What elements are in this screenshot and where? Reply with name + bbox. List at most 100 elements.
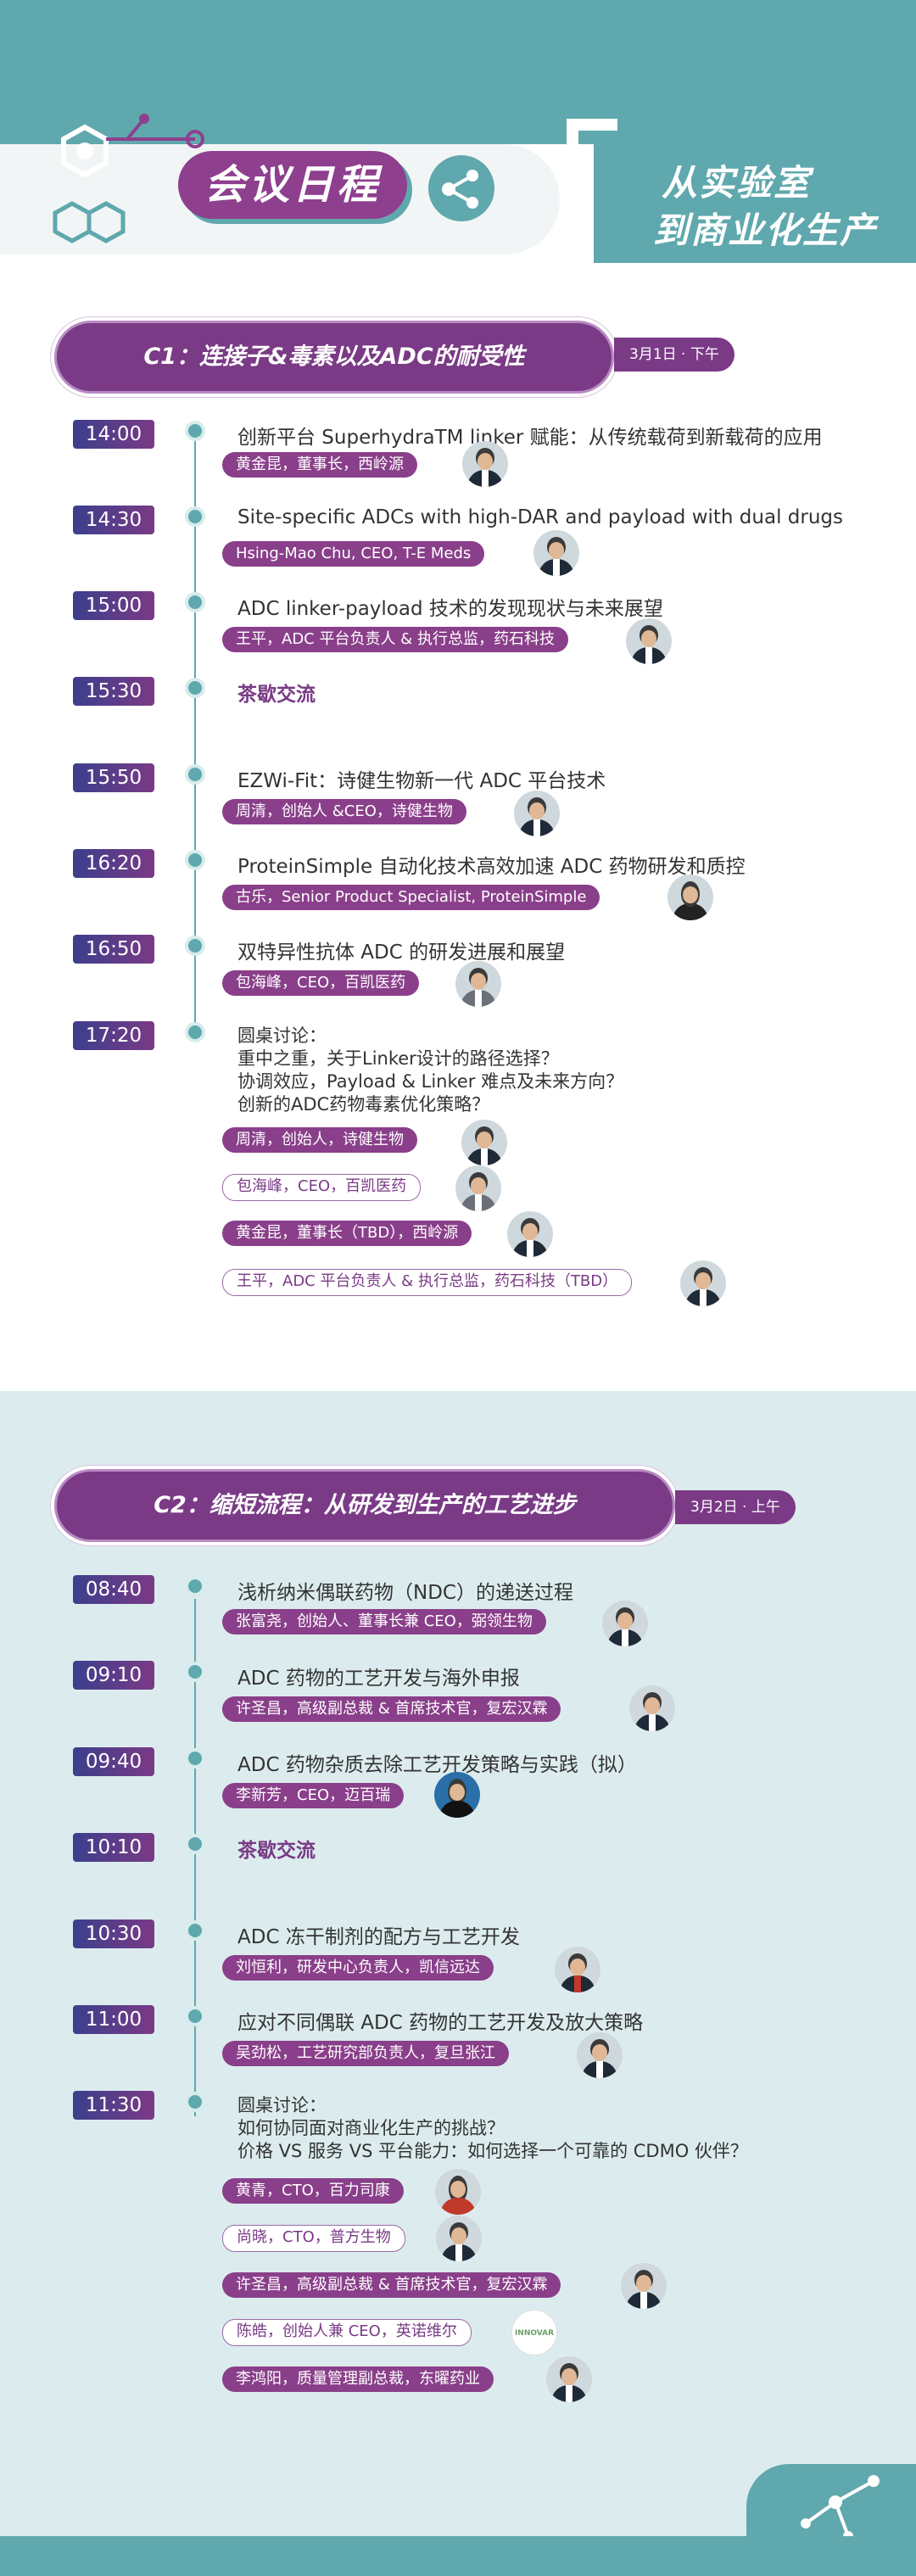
timeline-dot: [188, 1837, 202, 1851]
time-badge: 11:00: [73, 2005, 154, 2034]
header-bracket: [567, 119, 617, 195]
talk-title: ADC 冻干制剂的配方与工艺开发: [237, 1926, 520, 1948]
talk-title: Site-specific ADCs with high-DAR and pay…: [237, 506, 843, 528]
speaker-avatar: [629, 1685, 675, 1731]
talk-title: ADC linker-payload 技术的发现现状与未来展望: [237, 598, 663, 620]
speaker-avatar: [602, 1601, 648, 1646]
roundtable-topic: 重中之重，关于Linker设计的路径选择？: [237, 1048, 559, 1069]
speaker-avatar: [626, 618, 672, 664]
timeline-dot: [188, 424, 202, 438]
molecule-decoration-icon: [53, 114, 204, 243]
break-title: 茶歇交流: [237, 684, 316, 706]
speaker-avatar: [462, 441, 508, 487]
timeline-dot: [188, 768, 202, 781]
session-2-timeline: [194, 1599, 196, 2116]
roundtable-title: 圆桌讨论：: [237, 1025, 327, 1046]
speaker-tag: 周清，创始人，诗健生物: [222, 1127, 417, 1153]
time-badge: 15:30: [73, 677, 154, 706]
speaker-tag: 黄金昆，董事长（TBD），西岭源: [222, 1221, 472, 1246]
timeline-dot: [188, 1579, 202, 1593]
roundtable-title: 圆桌讨论：: [237, 2095, 327, 2115]
speaker-avatar: [507, 1211, 553, 1257]
speaker-tag: 黄金昆，董事长，西岭源: [222, 452, 417, 478]
timeline-dot: [188, 595, 202, 609]
molecule-footer-icon: [801, 2475, 880, 2541]
session-1-title: C1：连接子&毒素以及ADC的耐受性: [143, 344, 525, 370]
time-badge: 11:30: [73, 2091, 154, 2120]
speaker-avatar: [555, 1947, 600, 1992]
time-badge: 17:20: [73, 1021, 154, 1050]
timeline-dot: [188, 1665, 202, 1679]
speaker-avatar: [621, 2263, 667, 2309]
subtitle-line-2: 到商业化生产: [653, 210, 878, 251]
time-badge: 08:40: [73, 1575, 154, 1604]
time-badge: 09:40: [73, 1747, 154, 1776]
time-badge: 09:10: [73, 1661, 154, 1690]
speaker-avatar: [461, 1120, 507, 1165]
agenda-subtitle: 从实验室 到商业化生产: [653, 159, 877, 254]
timeline-dot: [188, 1752, 202, 1765]
speaker-tag: 古乐，Senior Product Specialist, ProteinSim…: [222, 885, 600, 910]
time-badge: 15:00: [73, 591, 154, 620]
timeline-dot: [188, 1924, 202, 1937]
talk-title: ADC 药物杂质去除工艺开发策略与实践（拟）: [237, 1754, 637, 1776]
speaker-tag: 许圣昌，高级副总裁 & 首席技术官，复宏汉霖: [222, 2272, 561, 2298]
talk-title: ADC 药物的工艺开发与海外申报: [237, 1668, 520, 1690]
talk-title: ProteinSimple 自动化技术高效加速 ADC 药物研发和质控: [237, 856, 746, 878]
timeline-dot: [188, 681, 202, 695]
timeline-dot: [188, 510, 202, 523]
speaker-avatar: [680, 1260, 726, 1306]
roundtable-topic: 价格 VS 服务 VS 平台能力：如何选择一个可靠的 CDMO 伙伴？: [237, 2141, 748, 2161]
speaker-tag: 王平，ADC 平台负责人 & 执行总监，药石科技: [222, 627, 568, 652]
speaker-tag: 张富尧，创始人、董事长兼 CEO，弼领生物: [222, 1609, 546, 1634]
session-2-background: [0, 1391, 916, 2576]
speaker-avatar: [435, 2169, 481, 2215]
break-title: 茶歇交流: [237, 1840, 316, 1862]
speaker-tag: Hsing-Mao Chu, CEO, T-E Meds: [222, 541, 485, 567]
company-logo-text: INNOVAR: [514, 2329, 555, 2338]
timeline-dot: [188, 939, 202, 953]
timeline-dot: [188, 853, 202, 867]
speaker-tag: 许圣昌，高级副总裁 & 首席技术官，复宏汉霖: [222, 1696, 561, 1722]
roundtable-topic: 如何协同面对商业化生产的挑战？: [237, 2118, 505, 2138]
speaker-tag: 周清，创始人 &CEO，诗健生物: [222, 799, 466, 824]
speaker-avatar: [434, 1772, 480, 1818]
roundtable-text: 圆桌讨论： 如何协同面对商业化生产的挑战？ 价格 VS 服务 VS 平台能力：如…: [237, 2094, 748, 2163]
agenda-title: 会议日程: [204, 161, 381, 209]
timeline-dot: [188, 1025, 202, 1039]
company-logo: INNOVAR: [511, 2310, 557, 2355]
session-2-date: 3月2日 · 上午: [675, 1490, 796, 1524]
timeline-dot: [188, 2009, 202, 2023]
speaker-tag: 王平，ADC 平台负责人 & 执行总监，药石科技（TBD）: [222, 1269, 633, 1296]
speaker-tag: 尚晓，CTO，普方生物: [222, 2225, 405, 2252]
speaker-tag: 包海峰，CEO，百凯医药: [222, 970, 420, 996]
share-icon: [428, 155, 494, 221]
session-1-title-badge: C1：连接子&毒素以及ADC的耐受性: [54, 321, 614, 394]
time-badge: 10:30: [73, 1919, 154, 1948]
time-badge: 14:00: [73, 420, 154, 449]
speaker-avatar: [514, 791, 560, 836]
speaker-tag: 黄青，CTO，百力司康: [222, 2178, 404, 2204]
speaker-avatar: [455, 961, 501, 1007]
header-right-panel: [594, 119, 916, 263]
session-2-title-badge: C2：缩短流程：从研发到生产的工艺进步: [54, 1469, 675, 1542]
speaker-avatar: [546, 2356, 592, 2402]
speaker-tag: 陈皓，创始人兼 CEO，英诺维尔: [222, 2319, 472, 2346]
roundtable-text: 圆桌讨论： 重中之重，关于Linker设计的路径选择？ 协调效应，Payload…: [237, 1025, 623, 1116]
speaker-tag: 吴劲松，工艺研究部负责人，复旦张江: [222, 2041, 509, 2066]
session-1-timeline: [194, 428, 196, 1039]
talk-title: 双特异性抗体 ADC 的研发进展和展望: [237, 942, 566, 964]
subtitle-line-1: 从实验室: [662, 162, 812, 204]
time-badge: 14:30: [73, 506, 154, 534]
roundtable-topic: 创新的ADC药物毒素优化策略？: [237, 1094, 490, 1115]
footer-bar: [0, 2536, 916, 2576]
talk-title: 应对不同偶联 ADC 药物的工艺开发及放大策略: [237, 2012, 644, 2034]
speaker-avatar: [436, 2216, 482, 2261]
talk-title: EZWi-Fit：诗健生物新一代 ADC 平台技术: [237, 770, 606, 792]
speaker-tag: 包海峰，CEO，百凯医药: [222, 1174, 422, 1201]
footer-decoration: [746, 2464, 916, 2549]
time-badge: 10:10: [73, 1833, 154, 1862]
time-badge: 16:50: [73, 935, 154, 964]
timeline-dot: [188, 2095, 202, 2109]
talk-title: 创新平台 SuperhydraTM linker 赋能：从传统载荷到新载荷的应用: [237, 427, 823, 449]
